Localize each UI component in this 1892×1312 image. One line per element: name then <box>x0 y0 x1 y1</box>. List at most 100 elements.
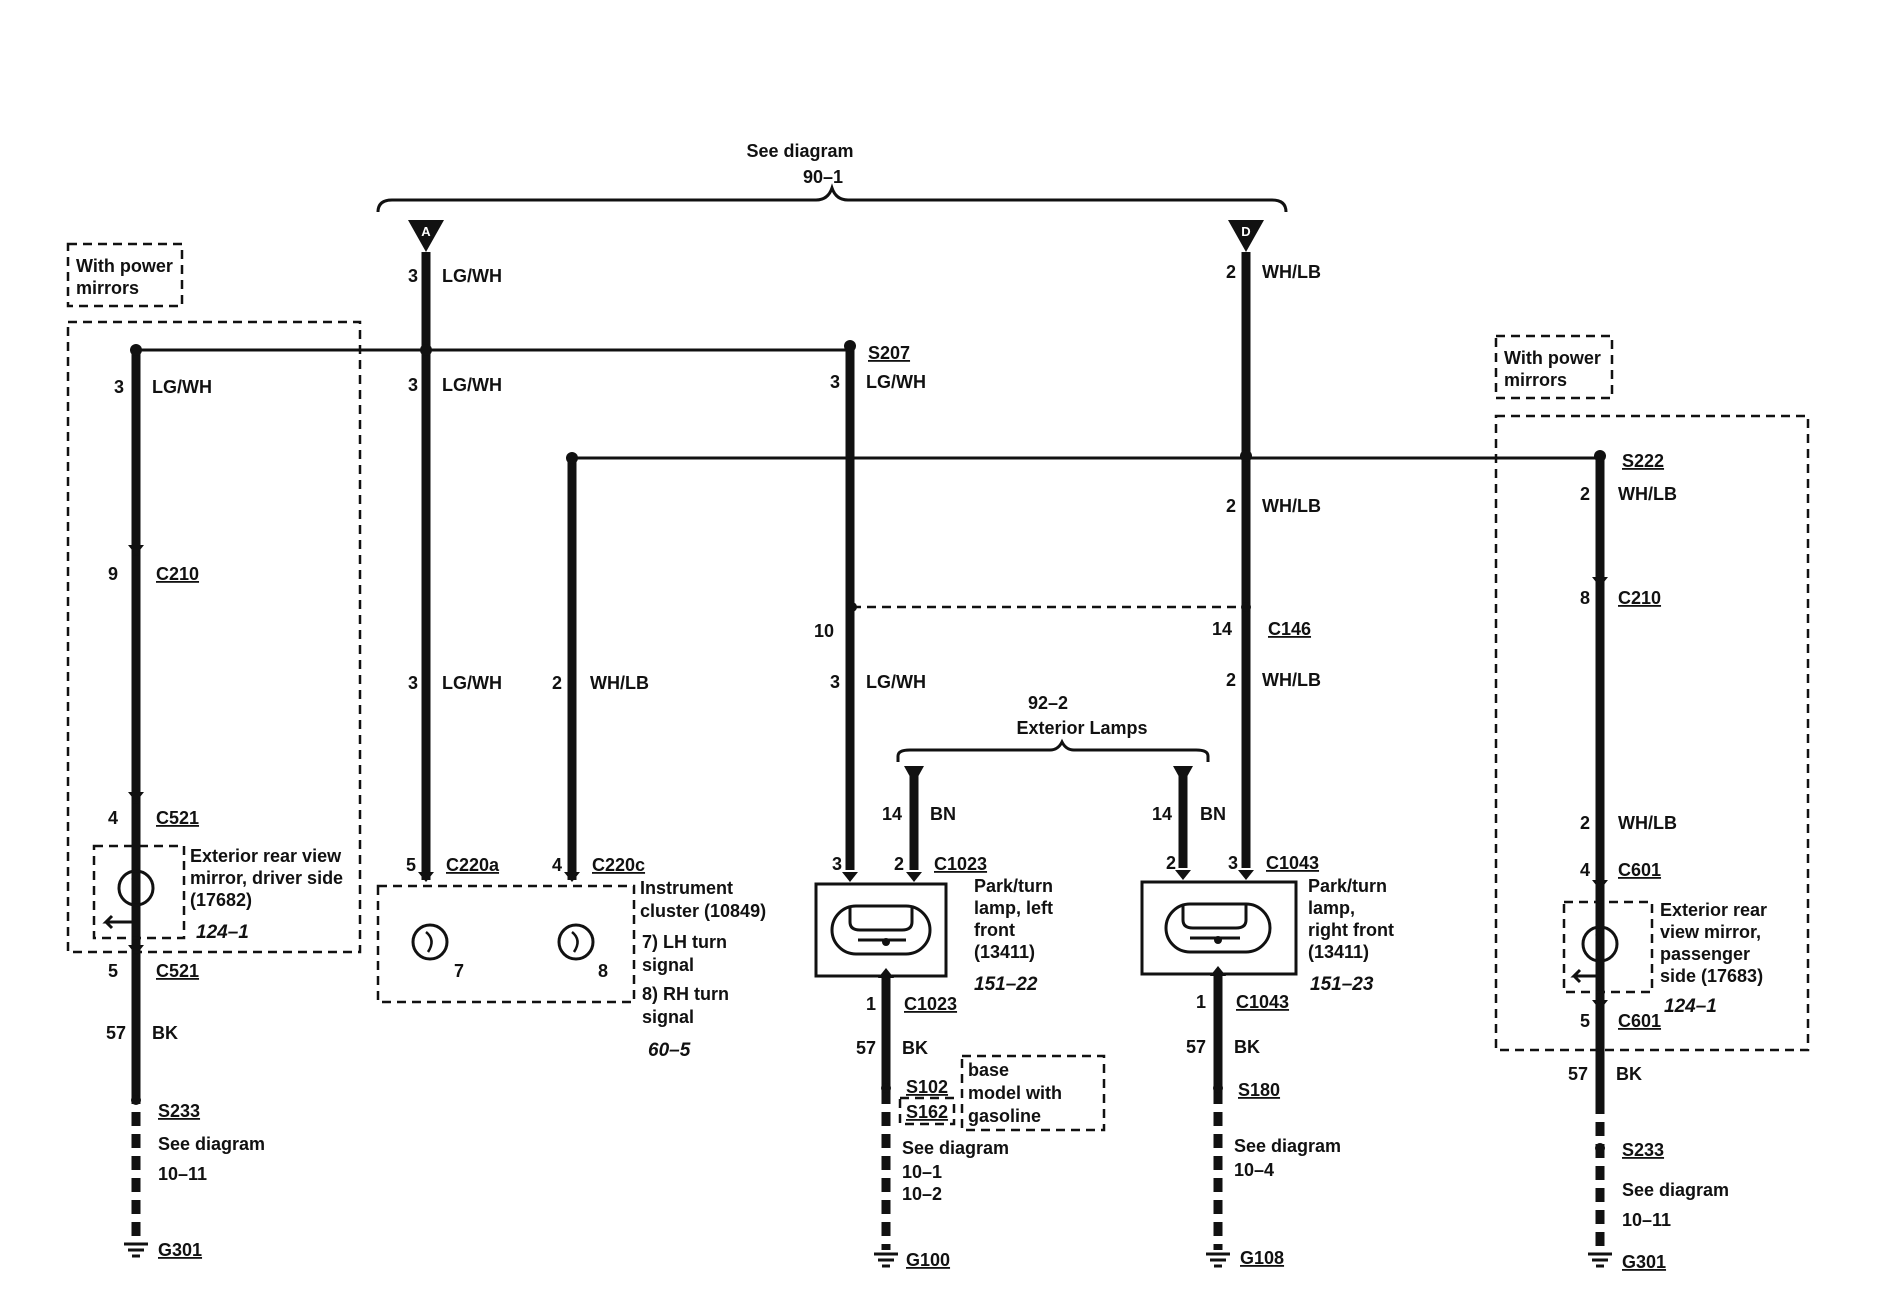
exterior-label: Exterior Lamps <box>1016 718 1147 738</box>
left-lamp-line-3: front <box>974 920 1015 940</box>
d-low-color: WH/LB <box>1262 670 1321 690</box>
d-top-color: WH/LB <box>1262 262 1321 282</box>
driver-mirror-line-3: (17682) <box>190 890 252 910</box>
c1023-top-name: C1023 <box>934 854 987 874</box>
bk-midl-color: BK <box>902 1038 928 1058</box>
left-power-mirror-note: With power mirrors <box>66 242 362 954</box>
right-power-mirror-note: With power mirrors <box>1494 334 1810 1052</box>
pass-mirror-line-4: side (17683) <box>1660 966 1763 986</box>
s207-wire-color: LG/WH <box>866 372 926 392</box>
cluster-line-1: Instrument <box>640 878 733 898</box>
left-lamp-line-4: (13411) <box>974 942 1035 962</box>
pass-mirror-line-1: Exterior rear <box>1660 900 1767 920</box>
splice-labels: S207 S222 S233 S102 S162 S180 S233 <box>158 343 1664 1160</box>
exterior-lamps-bracket: 92–2 Exterior Lamps <box>896 693 1210 784</box>
r-low-color: WH/LB <box>1618 813 1677 833</box>
wire-labels: 3 LG/WH 3 LG/WH 3 LG/WH 3 LG/WH 3 LG/WH … <box>106 262 1677 1084</box>
right-option-box <box>1494 414 1810 1052</box>
pin-d-label: D <box>1241 224 1250 239</box>
c210-left-pin: 9 <box>108 564 118 584</box>
c601-b-pin: 5 <box>1580 1011 1590 1031</box>
ground-midr-ref: 10–4 <box>1234 1160 1274 1180</box>
cluster-line-4: signal <box>642 955 694 975</box>
pin-d: D <box>1228 220 1264 252</box>
pass-mirror-line-2: view mirror, <box>1660 922 1761 942</box>
c1023-bottom-name: C1023 <box>904 994 957 1014</box>
pass-mirror-line-3: passenger <box>1660 944 1750 964</box>
cluster-line-2: cluster (10849) <box>640 901 766 921</box>
s207-label: S207 <box>868 343 910 363</box>
bk-midr-color: BK <box>1234 1037 1260 1057</box>
cluster-pin-7: 7 <box>454 961 464 981</box>
c146-name: C146 <box>1268 619 1311 639</box>
bn-right-pin: 14 <box>1152 804 1172 824</box>
c1043-top-pin3: 3 <box>1228 853 1238 873</box>
s162-box <box>898 1096 956 1126</box>
c220a-pin: 5 <box>406 855 416 875</box>
ground-mid-left: See diagram 10–1 10–2 G100 <box>874 1138 1009 1270</box>
c220c-name: C220c <box>592 855 645 875</box>
c1043-top-name: C1043 <box>1266 853 1319 873</box>
ground-right: See diagram 10–11 G301 <box>1588 1180 1729 1272</box>
s102-label: S102 <box>906 1077 948 1097</box>
ground-midl-see: See diagram <box>902 1138 1009 1158</box>
a-low-pin: 3 <box>408 673 418 693</box>
c521-b-name: C521 <box>156 961 199 981</box>
c601-a-name: C601 <box>1618 860 1661 880</box>
bn-right-color: BN <box>1200 804 1226 824</box>
cluster-whlb-color: WH/LB <box>590 673 649 693</box>
cluster-ref: 60–5 <box>648 1040 691 1061</box>
base-model-note: base model with gasoline <box>960 1054 1106 1132</box>
c521-a-pin: 4 <box>108 808 118 828</box>
ground-right-name: G301 <box>1622 1252 1666 1272</box>
base-model-line-3: gasoline <box>968 1106 1041 1126</box>
right-note-line-1: With power <box>1504 348 1601 368</box>
bk-midl-pin: 57 <box>856 1038 876 1058</box>
ground-left: See diagram 10–11 G301 <box>124 1134 265 1260</box>
ground-right-ref: 10–11 <box>1622 1210 1671 1230</box>
right-lamp-line-1: Park/turn <box>1308 876 1387 896</box>
d-mid-pin: 2 <box>1226 496 1236 516</box>
ground-right-see: See diagram <box>1622 1180 1729 1200</box>
ground-midr-see: See diagram <box>1234 1136 1341 1156</box>
ground-midl-ref-2: 10–2 <box>902 1184 942 1204</box>
left-note-line-1: With power <box>76 256 173 276</box>
left-lamp: Park/turn lamp, left front (13411) 151–2… <box>814 876 1053 995</box>
right-lamp-line-4: (13411) <box>1308 942 1369 962</box>
bk-left-color: BK <box>152 1023 178 1043</box>
a-top-pin: 3 <box>408 266 418 286</box>
l-top-pin: 3 <box>114 377 124 397</box>
s222-label: S222 <box>1622 451 1664 471</box>
left-lamp-line-1: Park/turn <box>974 876 1053 896</box>
bk-midr-pin: 57 <box>1186 1037 1206 1057</box>
bk-right-color: BK <box>1616 1064 1642 1084</box>
s233-left-label: S233 <box>158 1101 200 1121</box>
instrument-cluster: 7 8 Instrument cluster (10849) 7) LH tur… <box>376 878 766 1061</box>
cluster-pin-8: 8 <box>598 961 608 981</box>
bk-right-pin: 57 <box>1568 1064 1588 1084</box>
c521-a-name: C521 <box>156 808 199 828</box>
pin-a-label: A <box>421 224 431 239</box>
bn-left-pin: 14 <box>882 804 902 824</box>
driver-mirror-line-2: mirror, driver side <box>190 868 343 888</box>
d-mid-color: WH/LB <box>1262 496 1321 516</box>
driver-mirror-line-1: Exterior rear view <box>190 846 342 866</box>
right-lamp: Park/turn lamp, right front (13411) 151–… <box>1140 876 1394 995</box>
c1043-top-pin2: 2 <box>1166 853 1176 873</box>
s207-low-pin: 3 <box>830 672 840 692</box>
ground-midl-ref-1: 10–1 <box>902 1162 942 1182</box>
ground-mid-right: See diagram 10–4 G108 <box>1206 1136 1341 1268</box>
top-see-diagram: See diagram <box>746 141 853 161</box>
right-lamp-ref: 151–23 <box>1310 974 1374 995</box>
passenger-mirror: Exterior rear view mirror, passenger sid… <box>1562 900 1767 1017</box>
c1043-bottom-name: C1043 <box>1236 992 1289 1012</box>
c210-right-name: C210 <box>1618 588 1661 608</box>
exterior-ref: 92–2 <box>1028 693 1068 713</box>
d-low-pin: 2 <box>1226 670 1236 690</box>
connector-labels: 9 C210 4 C521 5 C521 5 C220a 4 C220c 10 … <box>108 564 1661 1031</box>
a-top-color: LG/WH <box>442 266 502 286</box>
splice-dots <box>130 340 1606 1153</box>
top-bracket: See diagram 90–1 <box>376 141 1288 213</box>
bk-left-pin: 57 <box>106 1023 126 1043</box>
